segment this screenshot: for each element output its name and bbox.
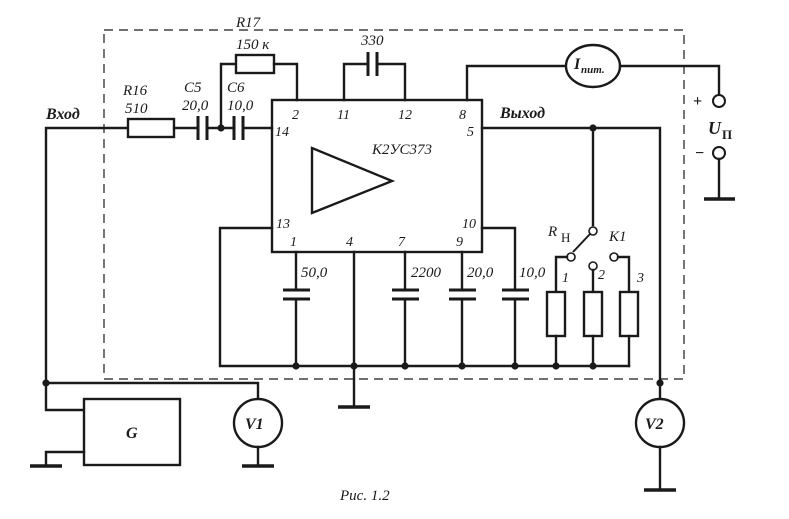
wire-pin8-ammeter xyxy=(465,64,568,102)
pin-7-label: 7 xyxy=(398,235,406,250)
output-wire xyxy=(480,126,662,404)
pin-11-label: 11 xyxy=(337,108,350,123)
ic-body xyxy=(270,98,484,254)
load-resistor-2 xyxy=(582,290,604,338)
cpin9-value: 20,0 xyxy=(467,265,494,281)
pin-8-label: 8 xyxy=(459,108,466,123)
supply-label: U xyxy=(708,118,722,138)
junction-bus-10 xyxy=(511,362,519,370)
junction-bus-7 xyxy=(401,362,409,370)
junction-bus-4 xyxy=(350,362,358,370)
pin-12-label: 12 xyxy=(398,108,412,123)
cpin1-value: 50,0 xyxy=(301,265,328,281)
r17-name: R17 xyxy=(235,15,262,31)
c6-name: C6 xyxy=(227,80,245,96)
pin-2-label: 2 xyxy=(292,108,299,123)
c330-value: 330 xyxy=(360,33,384,49)
supply-minus-sign: − xyxy=(695,145,704,162)
junction-output-v2 xyxy=(656,379,664,387)
load-resistor-1 xyxy=(545,290,567,338)
resistor-r16 xyxy=(126,117,176,139)
switch-pos3-label: 3 xyxy=(636,271,644,286)
input-label: Вход xyxy=(45,106,80,123)
voltmeter-v2-label: V2 xyxy=(645,416,664,433)
r16-value: 510 xyxy=(125,101,148,117)
wire-input-v1 xyxy=(44,381,260,401)
pin-13-label: 13 xyxy=(276,217,290,232)
generator xyxy=(82,397,182,467)
junction-bus-load1 xyxy=(552,362,560,370)
input-wire xyxy=(44,126,130,385)
r17-value: 150 к xyxy=(236,37,270,53)
load-resistor-3 xyxy=(618,290,640,338)
cpin10-value: 10,0 xyxy=(519,265,546,281)
switch-pos2-label: 2 xyxy=(598,268,605,283)
ic-name: К2УС373 xyxy=(371,142,432,158)
output-label: Выход xyxy=(499,105,545,122)
pin-10-label: 10 xyxy=(462,217,476,232)
ground-bus xyxy=(218,226,631,368)
load-label: R xyxy=(547,224,557,240)
pin-4-label: 4 xyxy=(346,235,353,250)
supply-plus-terminal xyxy=(712,94,726,108)
wire-c330-pin12 xyxy=(375,62,407,102)
wire-pin11-c330 xyxy=(342,62,370,102)
c5-name: C5 xyxy=(184,80,202,96)
load-sub: Н xyxy=(561,230,570,245)
generator-label: G xyxy=(126,425,138,442)
amplifier-triangle-icon xyxy=(310,146,396,215)
wire-r17-left xyxy=(219,62,238,130)
wire-pin10-cap xyxy=(480,226,517,292)
voltmeter-v1-label: V1 xyxy=(245,416,264,433)
wire-contact1-load1 xyxy=(554,255,569,294)
board-boundary xyxy=(103,29,685,380)
junction-bus-1 xyxy=(292,362,300,370)
pin-9-label: 9 xyxy=(456,235,463,250)
supply-sub: П xyxy=(722,127,732,142)
c6-value: 10,0 xyxy=(227,98,254,114)
wire-ammeter-plus xyxy=(618,64,721,97)
figure-caption: Рис. 1.2 xyxy=(339,488,390,504)
switch-blade xyxy=(572,233,591,253)
supply-plus-sign: + xyxy=(693,93,702,110)
switch-pos1-label: 1 xyxy=(562,271,569,286)
wire-contact3-load3 xyxy=(616,255,631,294)
ammeter-label: I xyxy=(573,56,581,73)
junction-bus-9 xyxy=(458,362,466,370)
wire-r17-pin2 xyxy=(272,62,299,102)
wire-input-generator xyxy=(44,381,86,412)
cpin7-value: 2200 xyxy=(411,265,442,281)
pin-1-label: 1 xyxy=(290,235,297,250)
junction-bus-load2 xyxy=(589,362,597,370)
c5-value: 20,0 xyxy=(182,98,209,114)
resistor-r17 xyxy=(234,53,276,75)
supply-minus-terminal xyxy=(712,146,726,160)
wire-generator-ground xyxy=(44,450,86,468)
pin-14-label: 14 xyxy=(275,125,289,140)
switch-label: K1 xyxy=(608,229,627,245)
ammeter-sub: пит. xyxy=(581,64,605,76)
switch-common-contact xyxy=(588,226,598,236)
r16-name: R16 xyxy=(122,83,148,99)
pin-5-label: 5 xyxy=(467,125,474,140)
